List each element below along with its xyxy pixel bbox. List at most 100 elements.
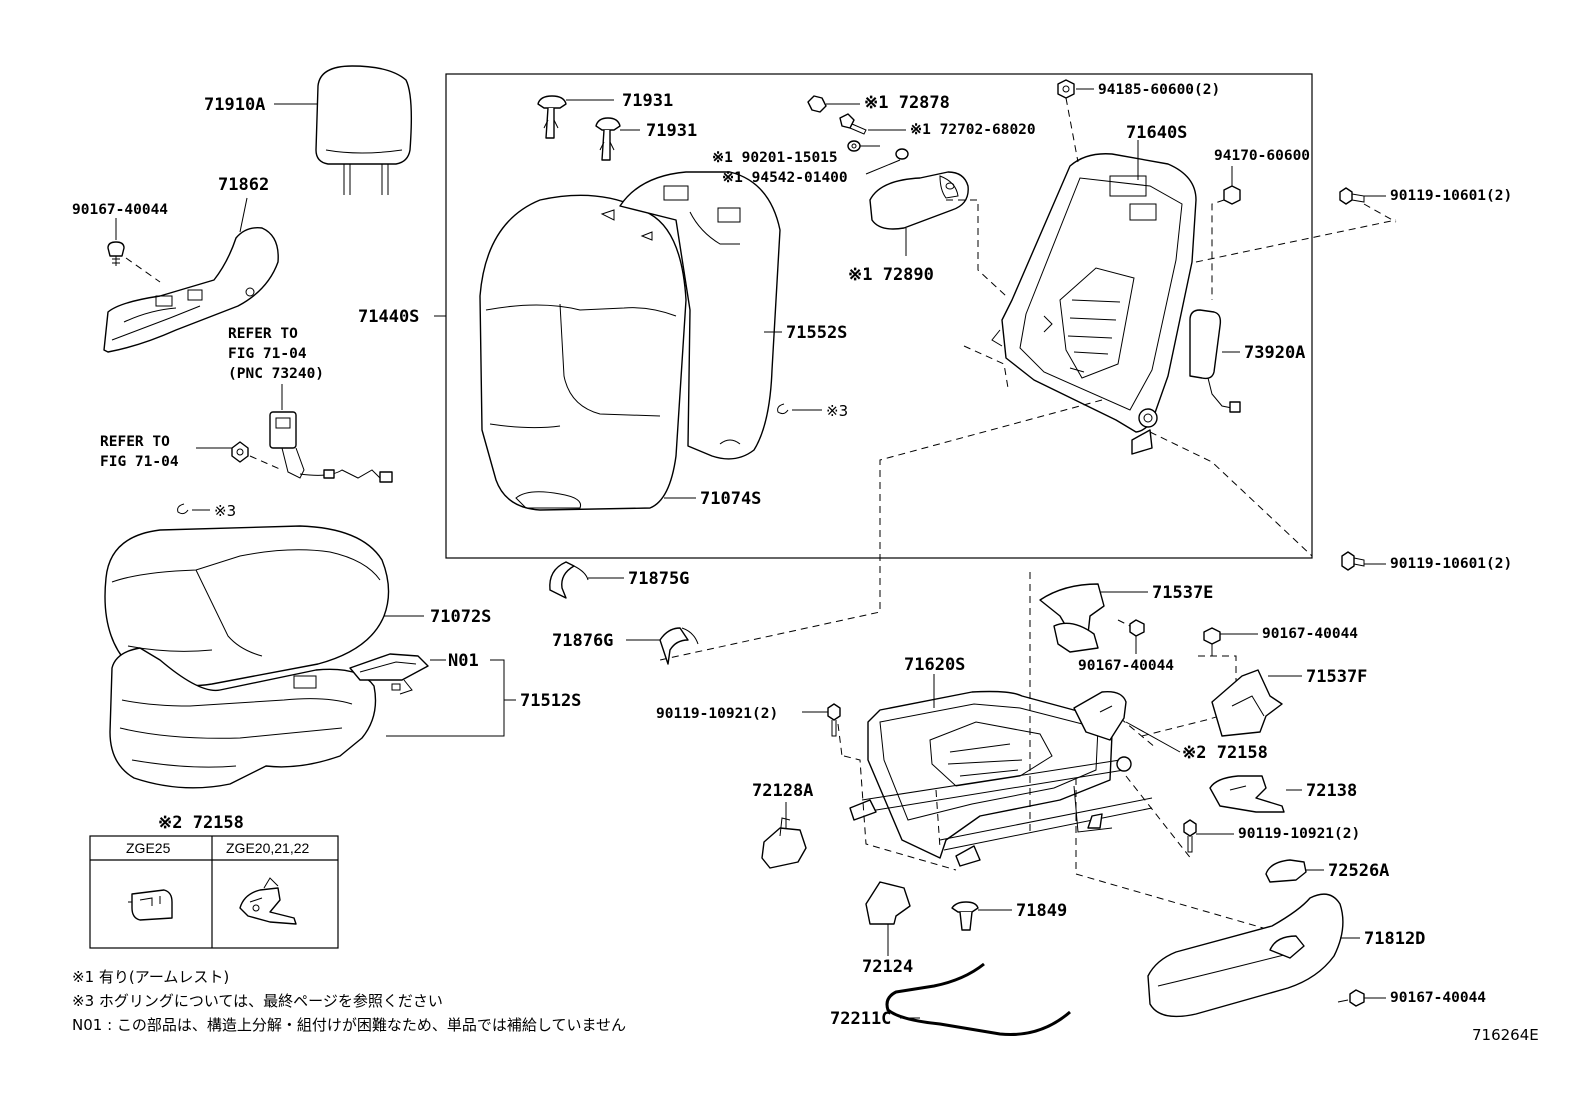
label-94542-01400: ※1 94542-01400: [722, 170, 848, 186]
label-71875G: 71875G: [628, 569, 689, 589]
label-71537E: 71537E: [1152, 583, 1213, 603]
bolt-90119-10921-a[interactable]: [827, 703, 841, 737]
label-94185-60600: 94185-60600(2): [1098, 82, 1220, 98]
variant-part-zge25: [128, 889, 173, 921]
bolt-90119-10601-a[interactable]: [1339, 187, 1365, 205]
headrest-part[interactable]: [315, 65, 413, 195]
label-73920A: 73920A: [1244, 343, 1305, 363]
label-refer-pnc-1: (PNC 73240): [228, 366, 324, 382]
label-90167-40044-a: 90167-40044: [72, 202, 168, 218]
clip-71849[interactable]: [951, 901, 979, 931]
label-72138: 72138: [1306, 781, 1357, 801]
screw-90167-c[interactable]: [1203, 627, 1221, 656]
label-90167-40044-c: 90167-40044: [1262, 626, 1358, 642]
label-71640S: 71640S: [1126, 123, 1187, 143]
cover-72124[interactable]: [865, 881, 911, 925]
label-refer-to-2: REFER TO: [100, 434, 170, 450]
side-airbag-73920A[interactable]: [1189, 309, 1241, 413]
label-71072S: 71072S: [430, 607, 491, 627]
refer-fig-nut[interactable]: [231, 441, 249, 463]
label-71876G: 71876G: [552, 631, 613, 651]
variant-col-zge20: ZGE20,21,22: [226, 840, 309, 856]
label-n01: N01: [448, 651, 479, 671]
label-71849: 71849: [1016, 901, 1067, 921]
label-90119-10601-b: 90119-10601(2): [1390, 556, 1512, 572]
variant-table: [89, 835, 339, 949]
hog-ring-b: [777, 403, 789, 415]
bolt-90119-10921-b[interactable]: [1183, 819, 1197, 853]
label-72878: ※1 72878: [864, 93, 950, 113]
label-90201-15015: ※1 90201-15015: [712, 150, 838, 166]
armrest-72890[interactable]: [869, 171, 969, 230]
label-71074S: 71074S: [700, 489, 761, 509]
screw-90167-b[interactable]: [1129, 619, 1145, 654]
n01-sensor-mat[interactable]: [349, 653, 429, 695]
label-71440S: 71440S: [358, 307, 419, 327]
seatback-cover-front[interactable]: [479, 194, 687, 511]
variant-col-zge25: ZGE25: [126, 840, 171, 856]
label-72158: ※2 72158: [1182, 743, 1268, 763]
label-71512S: 71512S: [520, 691, 581, 711]
label-71620S: 71620S: [904, 655, 965, 675]
hog-ring-a: [177, 503, 189, 515]
armrest-nut-72878[interactable]: [807, 95, 827, 113]
seat-adjuster-frame[interactable]: [849, 690, 1153, 867]
note-x3: ※3 ホグリングについては、最終ページを参照ください: [72, 992, 443, 1010]
cover-72138[interactable]: [1209, 775, 1285, 813]
variant-table-title: ※2 72158: [158, 813, 244, 833]
label-71862: 71862: [218, 175, 269, 195]
screw-90167-a[interactable]: [107, 241, 125, 266]
label-71552S: 71552S: [786, 323, 847, 343]
label-90167-40044-b: 90167-40044: [1078, 658, 1174, 674]
screw-90167-d[interactable]: [1337, 989, 1365, 1007]
note-x1: ※1 有り(アームレスト): [72, 968, 229, 986]
seatback-pad[interactable]: [619, 171, 781, 460]
seatback-frame[interactable]: [991, 153, 1197, 455]
cap-71876G[interactable]: [659, 627, 699, 665]
label-71910A: 71910A: [204, 95, 265, 115]
headrest-guide-b[interactable]: [595, 117, 621, 161]
label-refer-fig-1: FIG 71-04: [228, 346, 307, 362]
shield-cover-part[interactable]: [103, 227, 279, 353]
seat-cushion-pad[interactable]: [109, 647, 377, 789]
label-72128A: 72128A: [752, 781, 813, 801]
cap-71875G[interactable]: [549, 561, 589, 599]
cover-71537E[interactable]: [1039, 583, 1105, 653]
label-72702-68020: ※1 72702-68020: [910, 122, 1036, 138]
seat-belt-buckle[interactable]: [269, 411, 393, 483]
figure-id: 716264E: [1472, 1026, 1539, 1044]
side-shield-71812D[interactable]: [1147, 893, 1344, 1018]
label-71931-b: 71931: [646, 121, 697, 141]
label-90167-40044-d: 90167-40044: [1390, 990, 1486, 1006]
label-90119-10921-a: 90119-10921(2): [656, 706, 778, 722]
label-94170-60600: 94170-60600: [1214, 148, 1310, 164]
label-hog-ring-a: ※3: [214, 502, 236, 520]
armrest-washer-90201[interactable]: [847, 140, 861, 152]
label-refer-to-1: REFER TO: [228, 326, 298, 342]
nut-94185[interactable]: [1057, 79, 1075, 99]
armrest-washer-94542[interactable]: [895, 148, 909, 160]
headrest-guide-a[interactable]: [537, 95, 567, 139]
cover-72128A[interactable]: [761, 817, 807, 869]
label-hog-ring-b: ※3: [826, 402, 848, 420]
label-71812D: 71812D: [1364, 929, 1425, 949]
knob-72526A[interactable]: [1265, 859, 1307, 883]
label-90119-10921-b: 90119-10921(2): [1238, 826, 1360, 842]
bolt-90119-10601-b[interactable]: [1341, 551, 1365, 571]
label-71537F: 71537F: [1306, 667, 1367, 687]
nut-94170[interactable]: [1223, 185, 1241, 205]
variant-part-zge20: [239, 877, 297, 925]
label-72526A: 72526A: [1328, 861, 1389, 881]
cover-72158[interactable]: [1073, 691, 1127, 741]
armrest-bolt-72702[interactable]: [839, 113, 867, 135]
label-72890: ※1 72890: [848, 265, 934, 285]
label-71931-a: 71931: [622, 91, 673, 111]
label-refer-fig-2: FIG 71-04: [100, 454, 179, 470]
label-90119-10601-a: 90119-10601(2): [1390, 188, 1512, 204]
label-72211C: 72211C: [830, 1009, 891, 1029]
wire-72211C[interactable]: [885, 962, 1071, 1037]
label-72124: 72124: [862, 957, 913, 977]
cover-71537F[interactable]: [1211, 669, 1283, 737]
note-n01: N01 : この部品は、構造上分解・組付けが困難なため、単品では補給していません: [72, 1016, 626, 1034]
